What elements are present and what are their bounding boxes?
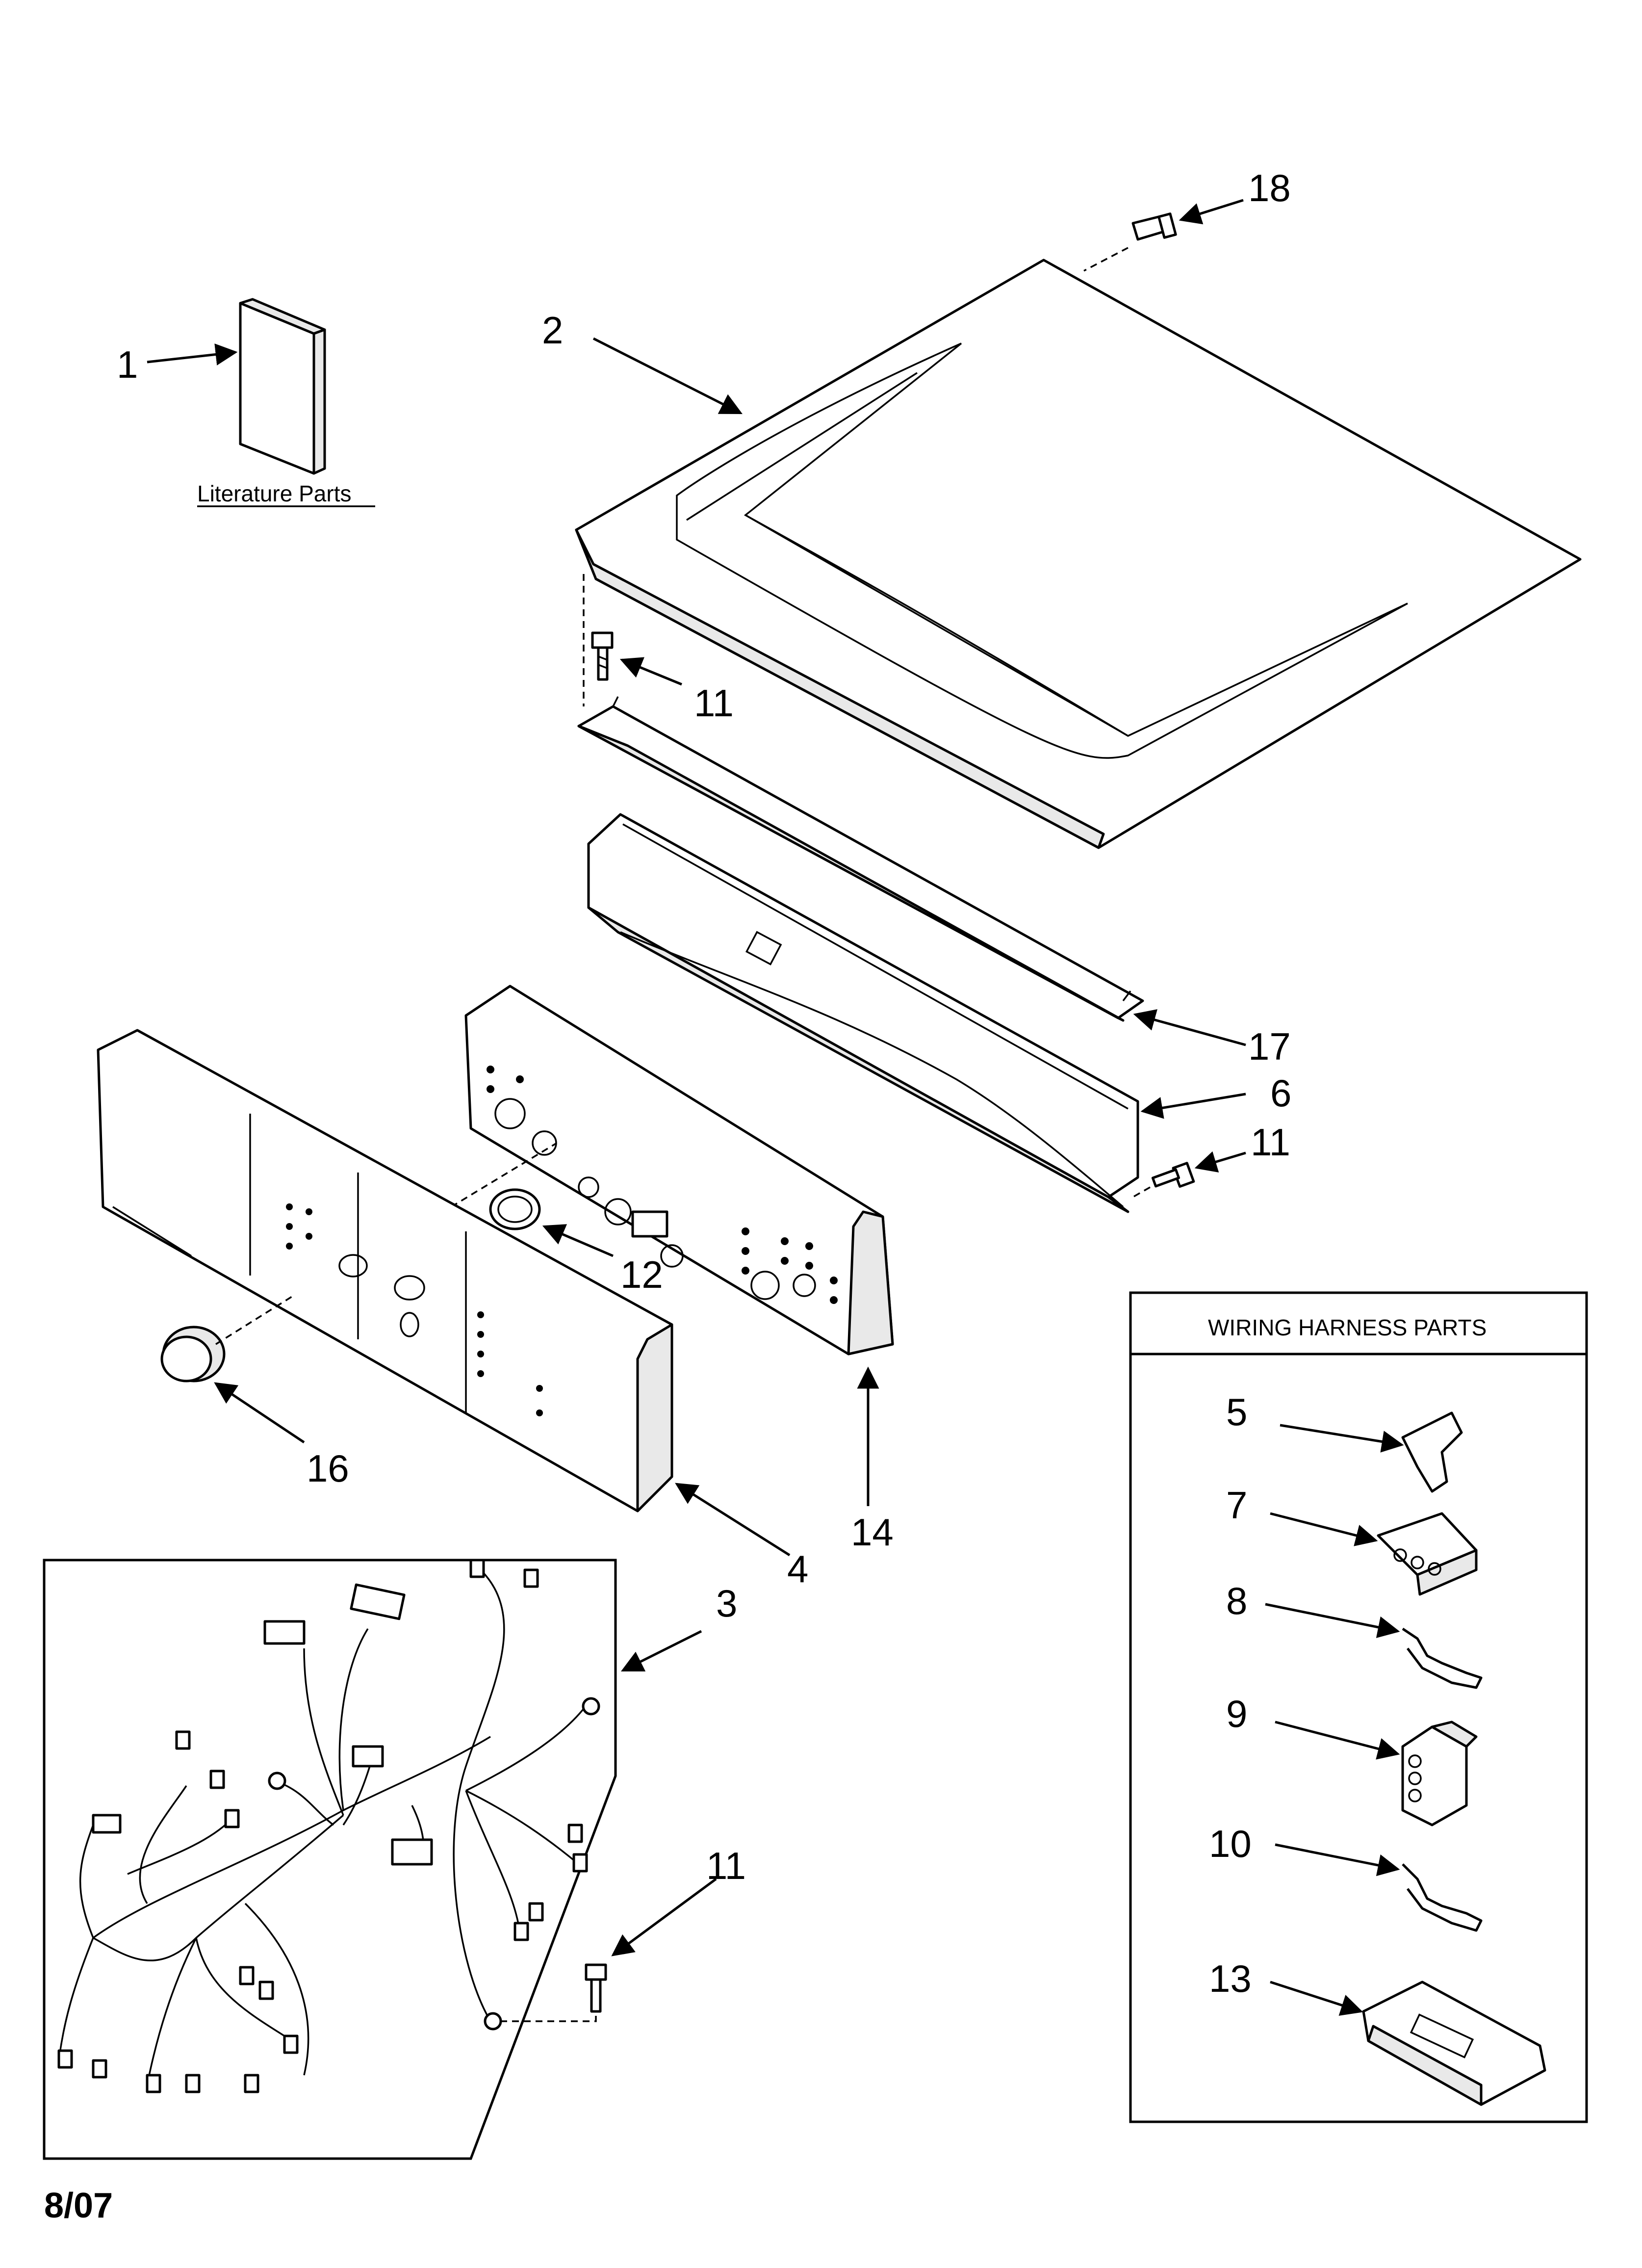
screw-11-upper: [591, 631, 614, 681]
callout-10: 10: [1209, 1822, 1252, 1865]
callout-5: 5: [1226, 1390, 1247, 1434]
callout-8: 8: [1226, 1579, 1247, 1622]
callout-18: 18: [1248, 166, 1291, 209]
callout-7: 7: [1226, 1484, 1247, 1527]
callout-6: 6: [1270, 1071, 1291, 1115]
screw-11-lower: [585, 1963, 607, 2013]
callout-11-lower: 11: [706, 1844, 746, 1887]
callout-4: 4: [787, 1547, 808, 1590]
callout-12: 12: [620, 1253, 663, 1296]
callout-3: 3: [716, 1582, 737, 1625]
callout-1: 1: [117, 343, 138, 386]
harness-connector-9: [1401, 1721, 1478, 1826]
callout-17: 17: [1248, 1025, 1291, 1068]
callout-11-right: 11: [1251, 1121, 1290, 1164]
harness-connector-13: [1362, 1981, 1546, 2106]
literature-parts-booklet: [239, 298, 326, 475]
callout-2: 2: [542, 309, 563, 352]
callout-14: 14: [851, 1511, 894, 1554]
wiring-harness-parts-title: WIRING HARNESS PARTS: [1208, 1315, 1487, 1340]
knob-16: [160, 1326, 226, 1382]
callout-11-upper: 11: [694, 681, 734, 725]
wiring-harness-parts-box: [1129, 1291, 1588, 2123]
harness-terminal-8: [1402, 1627, 1483, 1689]
harness-connectors: [57, 1559, 600, 2093]
callout-16: 16: [307, 1447, 349, 1490]
control-board-14: [464, 985, 894, 1356]
console-panel-4: [97, 1029, 673, 1512]
date-code: 8/07: [44, 2186, 113, 2225]
harness-connector-7: [1377, 1512, 1478, 1596]
callout-9: 9: [1226, 1692, 1247, 1735]
console-indicator-dots: [286, 1203, 543, 1416]
screw-11-right: [1151, 1162, 1195, 1188]
wiring-harness-box: [43, 1559, 617, 2160]
board-led-dots: [487, 1066, 838, 1304]
harness-clip-5: [1401, 1411, 1463, 1493]
literature-parts-label: Literature Parts: [197, 481, 351, 506]
harness-terminal-10: [1402, 1863, 1483, 1932]
screw-18: [1131, 212, 1177, 241]
console-bracket-17: [577, 696, 1144, 1022]
console-support-6: [587, 813, 1139, 1213]
knob-insert-12: [489, 1188, 541, 1230]
callout-13: 13: [1209, 1957, 1252, 2000]
top-panel: [575, 259, 1582, 849]
